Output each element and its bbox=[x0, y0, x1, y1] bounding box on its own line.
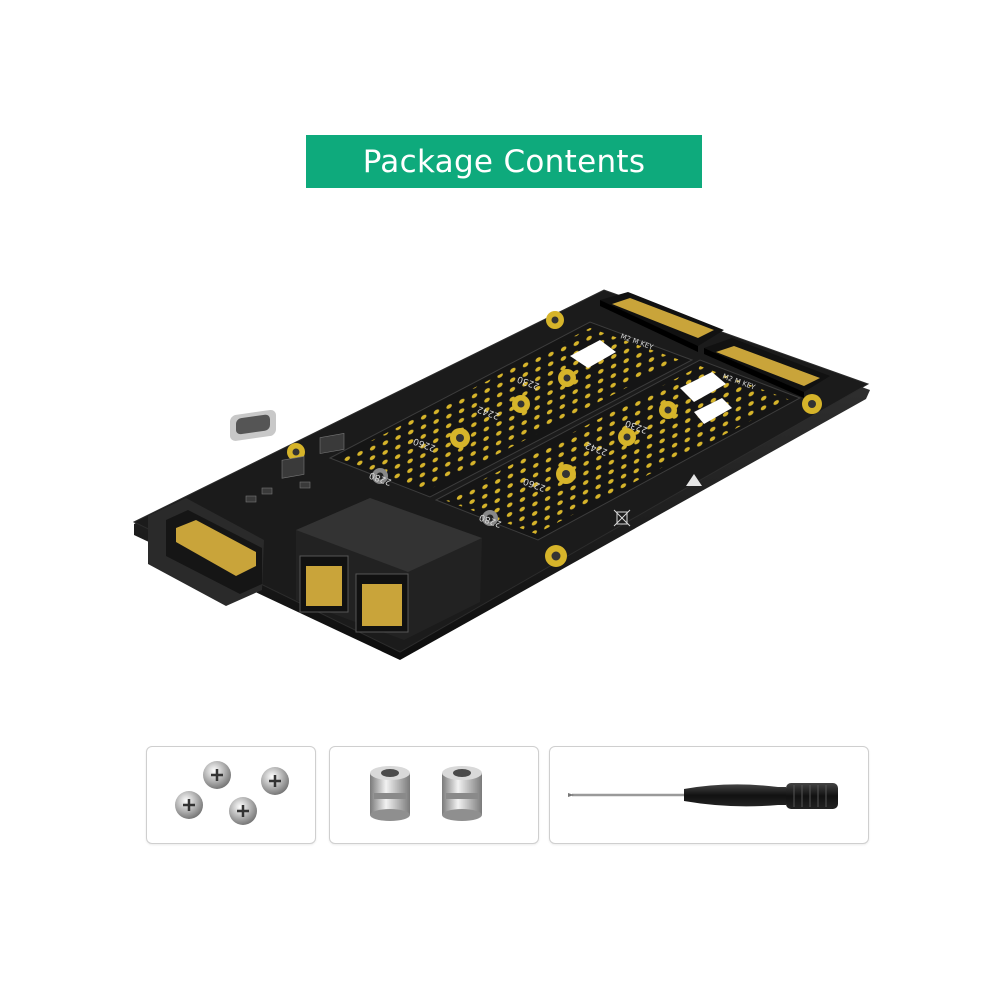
screw-4 bbox=[229, 797, 257, 825]
accessory-screwdriver-box bbox=[549, 746, 869, 844]
screw-2 bbox=[203, 761, 231, 789]
m2-connector-1 bbox=[600, 292, 724, 352]
weee-bin-icon bbox=[613, 509, 631, 527]
screw-1 bbox=[175, 791, 203, 819]
m2-connector-2 bbox=[704, 338, 830, 398]
sff-8643-ports bbox=[296, 498, 482, 640]
banner-title: Package Contents bbox=[362, 143, 646, 180]
screwdriver-image bbox=[568, 783, 838, 809]
accessory-standoffs-box bbox=[329, 746, 539, 844]
smd-components bbox=[245, 432, 345, 503]
standoff-1 bbox=[370, 766, 410, 821]
package-contents-banner: Package Contents bbox=[306, 135, 702, 188]
esd-icon bbox=[686, 474, 702, 486]
usb-c-port bbox=[230, 409, 276, 441]
m2-slot-right bbox=[434, 359, 802, 541]
standoff-2 bbox=[442, 766, 482, 821]
screw-3 bbox=[261, 767, 289, 795]
sata-power-connector bbox=[148, 498, 264, 606]
standoffs-image bbox=[370, 766, 482, 821]
screws-image bbox=[175, 761, 289, 825]
mounting-holes bbox=[287, 311, 822, 567]
m2-slot-left bbox=[328, 321, 694, 498]
accessory-screws-box bbox=[146, 746, 316, 844]
